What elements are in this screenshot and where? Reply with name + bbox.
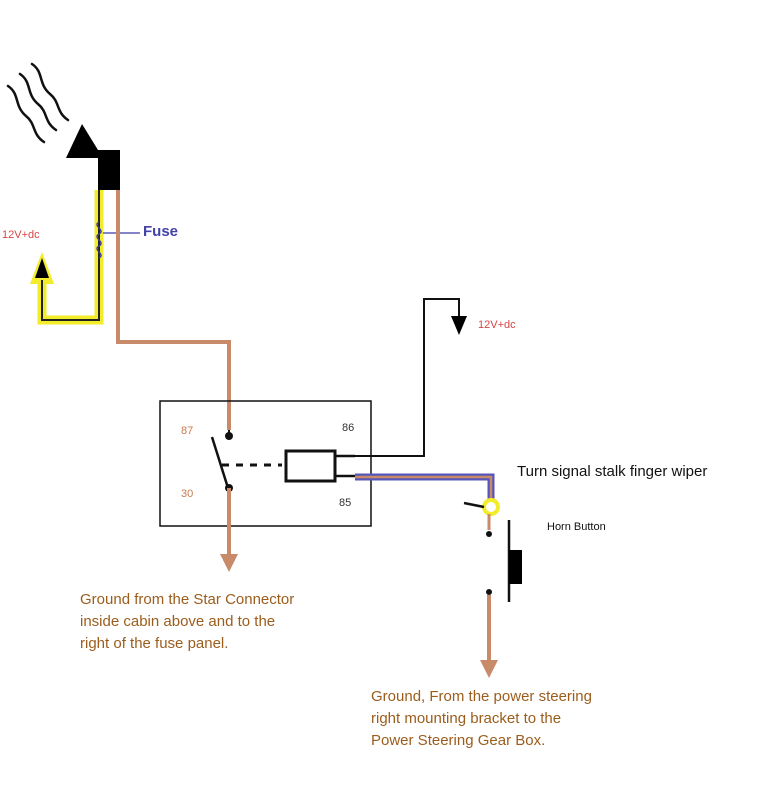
supply-wire-black: [41, 190, 100, 321]
pin-86-label: 86: [342, 422, 354, 434]
ground-note-relay-line: Ground from the Star Connector: [80, 591, 295, 608]
wiper-arm: [463, 501, 485, 509]
relay-coil: [284, 449, 355, 483]
supply-arrow-right: [451, 316, 467, 335]
turn-signal-label: Turn signal stalk finger wiper: [517, 463, 707, 480]
wire-85-to-wiper-inner: [355, 475, 493, 500]
horn-icon: [66, 124, 120, 190]
pin-30-label: 30: [181, 488, 193, 500]
ground-arrow-horn: [480, 660, 498, 678]
wire-86-to-12v: [355, 298, 460, 457]
sound-waves-icon: [6, 62, 70, 144]
supply-label-left: 12V+dc: [2, 229, 40, 241]
pin-85-label: 85: [339, 497, 351, 509]
ground-arrow-relay: [220, 554, 238, 572]
wire-85-to-wiper-outer: [355, 473, 495, 500]
horn-button-switch: [486, 514, 522, 602]
ground-note-horn-line: Ground, From the power steering: [371, 688, 592, 705]
supply-label-right: 12V+dc: [478, 319, 516, 331]
ground-note-horn: Ground, From the power steering right mo…: [371, 686, 592, 752]
wire-horn-to-87: [116, 190, 231, 430]
relay-switch: [210, 430, 282, 492]
supply-highlight-left: [37, 190, 104, 325]
fuse-label: Fuse: [143, 223, 178, 240]
ground-note-relay-line: right of the fuse panel.: [80, 635, 229, 652]
ground-note-relay: Ground from the Star Connector inside ca…: [80, 589, 294, 655]
pin-87-label: 87: [181, 425, 193, 437]
supply-arrow-black: [35, 258, 49, 278]
ground-note-horn-line: right mounting bracket to the: [371, 710, 562, 727]
ground-note-horn-line: Power Steering Gear Box.: [371, 732, 546, 749]
relay-box: [159, 400, 372, 527]
wiper-contact: [482, 498, 500, 516]
horn-button-label: Horn Button: [547, 521, 606, 533]
fuse-icon: [96, 221, 102, 259]
ground-note-relay-line: inside cabin above and to the: [80, 613, 276, 630]
